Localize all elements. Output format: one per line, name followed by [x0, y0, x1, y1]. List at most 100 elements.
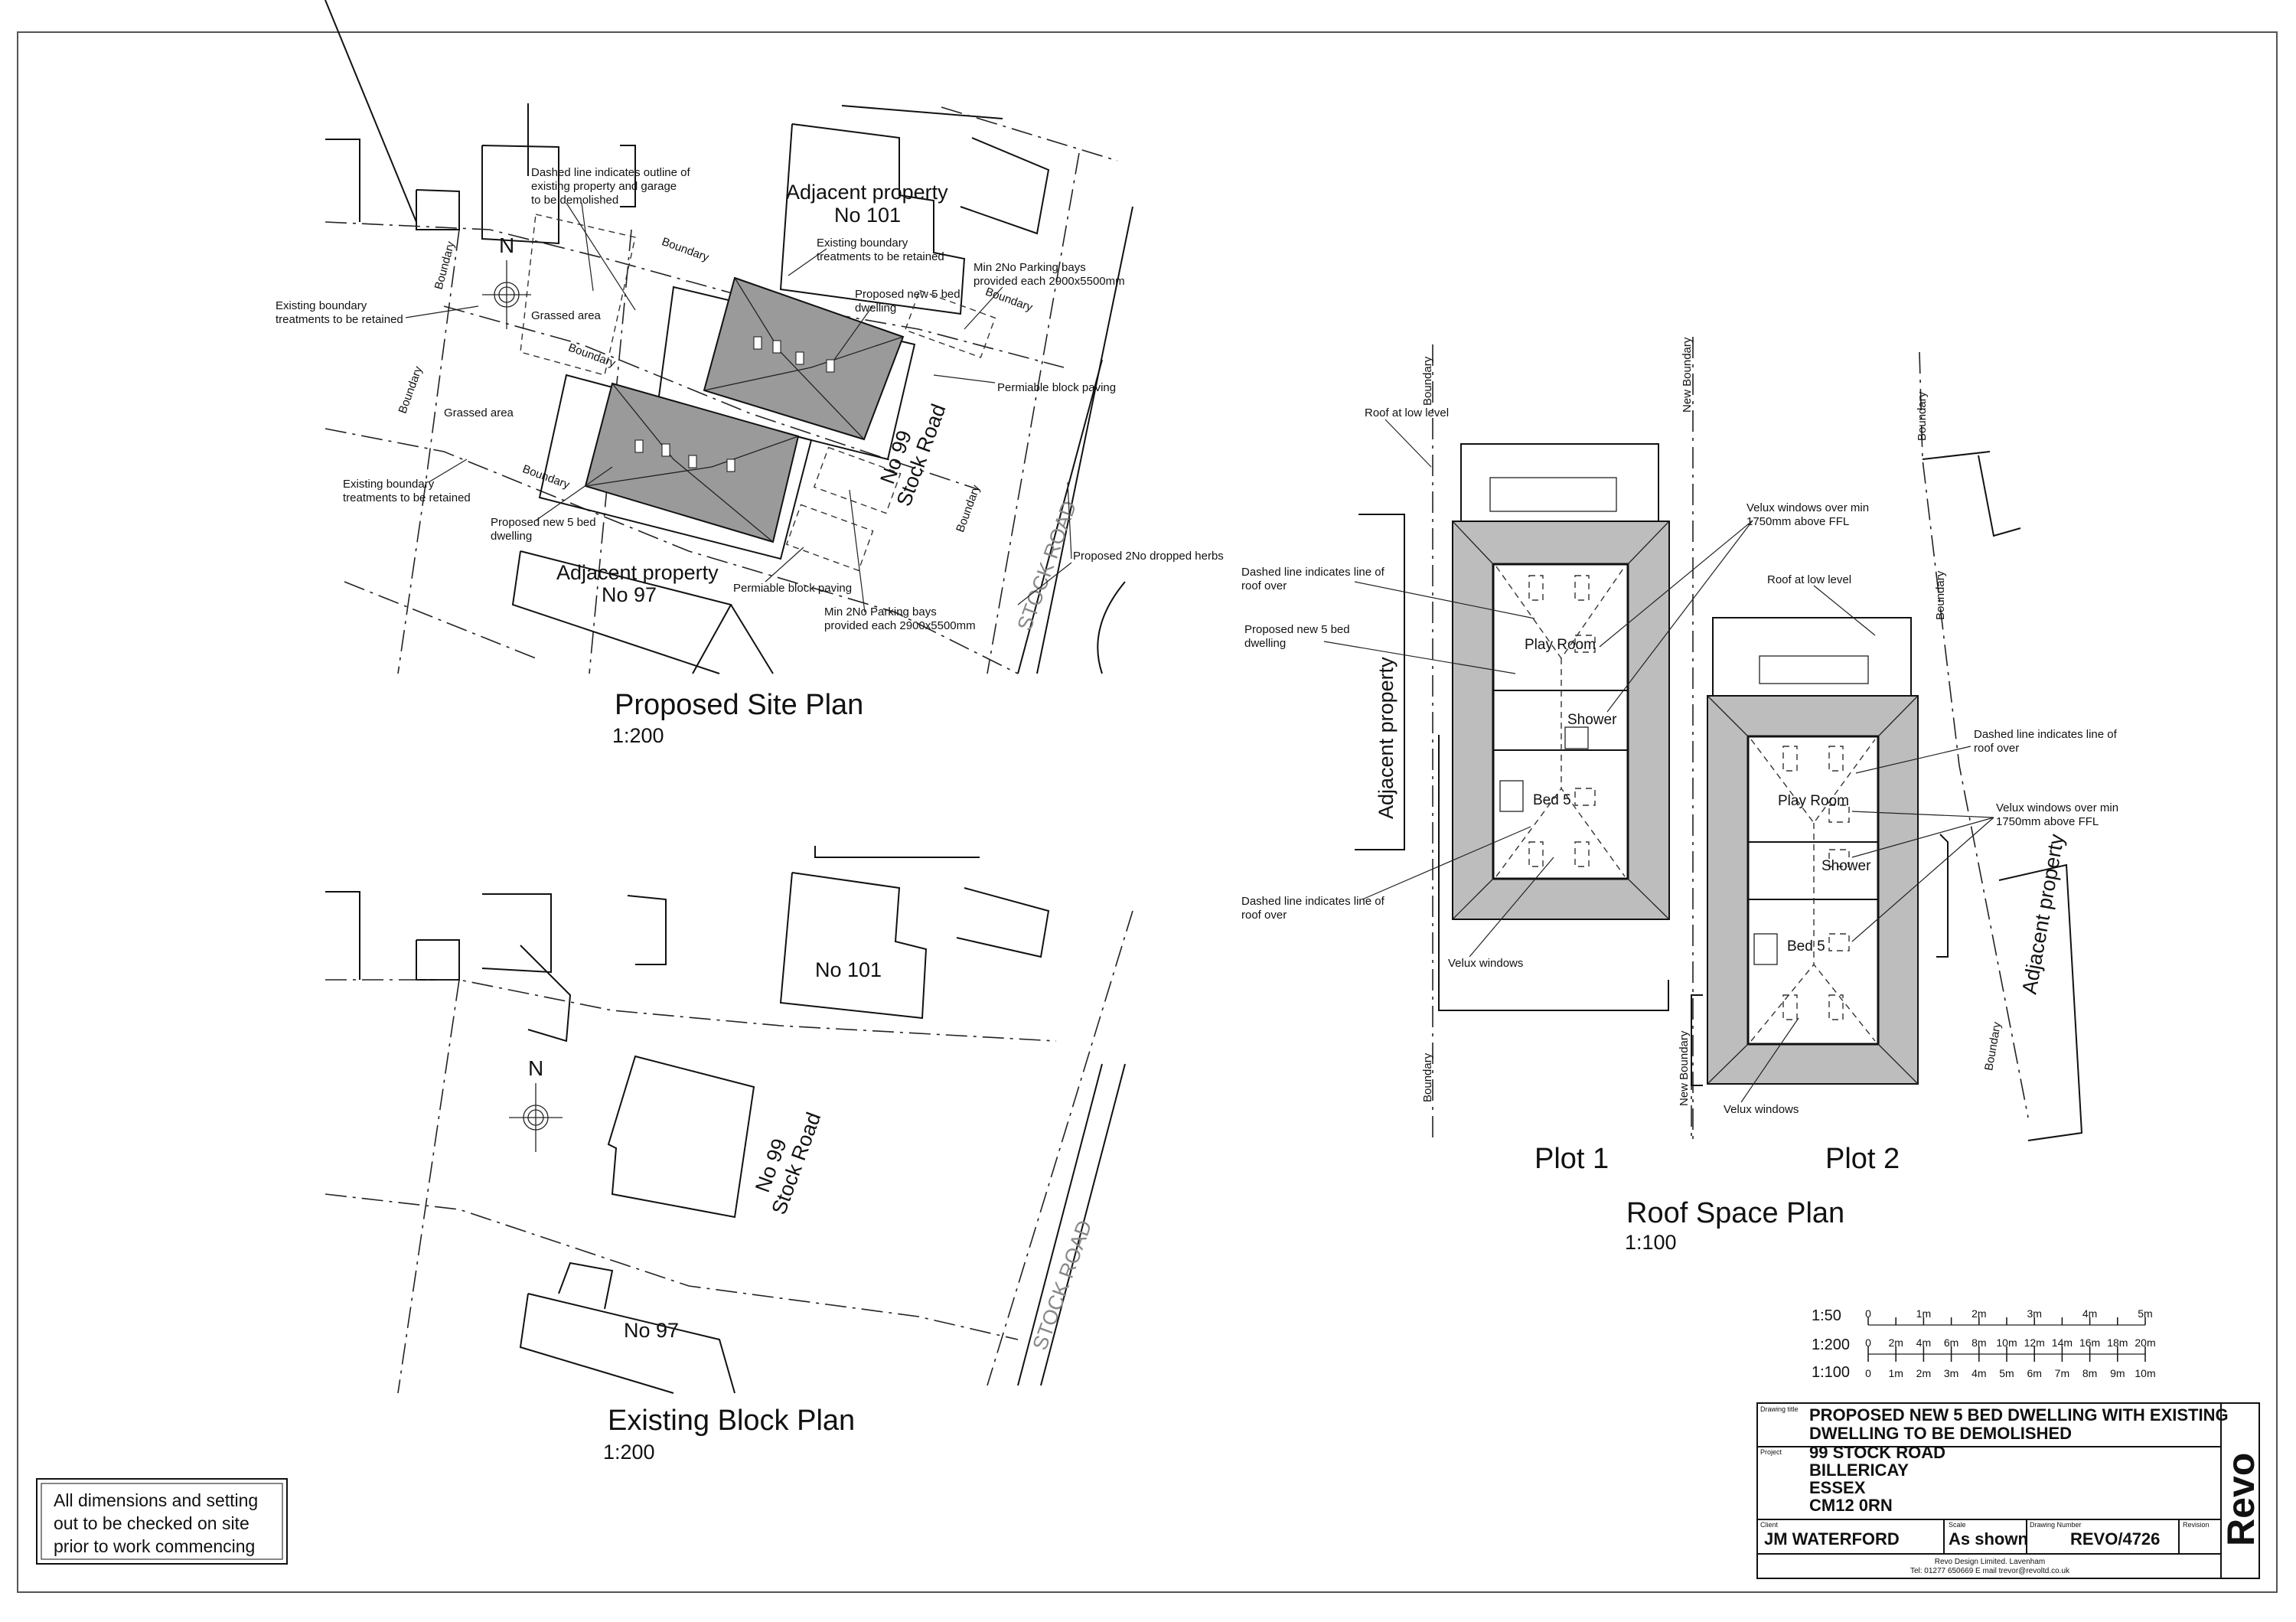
svg-text:Boundary: Boundary — [432, 240, 458, 291]
svg-text:Min 2No Parking bays: Min 2No Parking bays — [974, 261, 1086, 274]
annotation-boundary-retained-bottom: Existing boundary treatments to be retai… — [343, 478, 471, 504]
existing-dwelling-outline — [607, 1055, 755, 1219]
site-note-box: All dimensions and setting out to be che… — [36, 1478, 288, 1565]
project-line-2: BILLERICAY — [1809, 1460, 1909, 1480]
svg-text:to be demolished: to be demolished — [531, 194, 618, 207]
svg-text:out to be checked on site: out to be checked on site — [54, 1513, 249, 1533]
scale-bar-tick-label: 14m — [2052, 1336, 2073, 1349]
svg-text:All dimensions and setting: All dimensions and setting — [54, 1490, 258, 1510]
scale-bar-tick-label: 0 — [1865, 1336, 1871, 1349]
project-line-1: 99 STOCK ROAD — [1809, 1443, 1945, 1462]
svg-text:Velux windows: Velux windows — [1724, 1103, 1799, 1116]
scale-bar-tick-label: 10m — [2135, 1367, 2155, 1379]
north-label: N — [499, 233, 514, 257]
svg-text:treatments to be retained: treatments to be retained — [276, 313, 403, 326]
svg-text:Play Room: Play Room — [1525, 637, 1596, 653]
svg-text:Min 2No Parking bays: Min 2No Parking bays — [824, 605, 937, 618]
scale-bar-tick-label: 0 — [1865, 1367, 1871, 1379]
revision-label: Revision — [2183, 1521, 2210, 1529]
svg-text:Dashed line indicates line of: Dashed line indicates line of — [1241, 895, 1385, 908]
svg-text:Bed 5: Bed 5 — [1787, 938, 1825, 955]
plot-2-drawing — [1691, 351, 2083, 1141]
svg-text:dwelling: dwelling — [1244, 637, 1286, 650]
svg-text:Adjacent property: Adjacent property — [556, 561, 719, 584]
svg-text:Boundary: Boundary — [1934, 570, 1947, 620]
plot-1-rooms: Play Room Shower Bed 5 — [1525, 637, 1617, 808]
label-stock-road: STOCK ROAD — [1013, 498, 1081, 634]
svg-text:Boundary: Boundary — [954, 483, 983, 534]
drawing-number-value: REVO/4726 — [2070, 1529, 2160, 1549]
svg-text:Proposed new 5 bed: Proposed new 5 bed — [491, 516, 596, 529]
svg-text:Existing boundary: Existing boundary — [343, 478, 435, 491]
scale-bar-label-1-50: 1:50 — [1812, 1307, 1841, 1324]
site-linework — [325, 0, 1133, 674]
block-linework — [325, 846, 1133, 1394]
title-block: Drawing title PROPOSED NEW 5 BED DWELLIN… — [1756, 1402, 2262, 1579]
scale-bar-tick-label: 3m — [1944, 1367, 1958, 1379]
annotation-dropped-kerbs: Proposed 2No dropped herbs — [1073, 550, 1224, 563]
roof-plan-scale: 1:100 — [1625, 1231, 1677, 1254]
block-plan-scale: 1:200 — [603, 1441, 655, 1464]
annotation-boundary-retained-left: Existing boundary treatments to be retai… — [276, 299, 403, 326]
svg-text:dwelling: dwelling — [491, 530, 532, 543]
svg-text:Bed 5: Bed 5 — [1533, 792, 1571, 808]
scale-bar-tick-label: 2m — [1916, 1367, 1931, 1379]
annotation-parking-bottom: Min 2No Parking bays provided each 2900x… — [824, 605, 976, 632]
svg-text:Dashed line indicates line of: Dashed line indicates line of — [1974, 728, 2118, 741]
client-value: JM WATERFORD — [1764, 1529, 1900, 1549]
label-adjacent-101: Adjacent property No 101 — [786, 181, 948, 227]
plot-2-adjacent-label: Adjacent property — [2017, 832, 2068, 996]
roof-leader-lines — [1323, 419, 1994, 1103]
scale-bar-tick-label: 6m — [2027, 1367, 2041, 1379]
svg-text:Existing boundary: Existing boundary — [276, 299, 367, 312]
scale-bar-tick-label: 8m — [2082, 1367, 2097, 1379]
svg-text:Boundary: Boundary — [566, 341, 618, 370]
svg-text:Existing boundary: Existing boundary — [817, 237, 908, 250]
label-grassed-area-1: Grassed area — [531, 309, 602, 322]
svg-text:Roof at low level: Roof at low level — [1767, 573, 1851, 586]
site-leader-lines — [405, 202, 1072, 613]
plot-1-annotations: Boundary New Boundary Boundary Roof at l… — [1241, 337, 1869, 1102]
scale-bar-tick-label: 8m — [1971, 1336, 1986, 1349]
annotation-demolish: Dashed line indicates outline of existin… — [531, 166, 690, 207]
svg-text:Adjacent property: Adjacent property — [786, 181, 948, 204]
svg-text:Boundary: Boundary — [1982, 1020, 2004, 1072]
svg-text:roof over: roof over — [1241, 579, 1287, 592]
label-address: No 99 Stock Road — [876, 401, 950, 509]
plot-1-drawing — [1355, 337, 1694, 1141]
plot-1-label: Plot 1 — [1534, 1143, 1609, 1175]
scale-bar-tick-label: 3m — [2027, 1307, 2041, 1320]
scale-bar-tick-label: 10m — [1996, 1336, 2017, 1349]
plot-1-adjacent-label: Adjacent property — [1375, 657, 1397, 819]
plot-2-annotations: Boundary Boundary New Boundary Boundary … — [1678, 391, 2118, 1116]
annotation-parking-top: Min 2No Parking bays provided each 2900x… — [974, 261, 1125, 288]
svg-text:No 101: No 101 — [834, 204, 901, 227]
drawing-title-line-2: DWELLING TO BE DEMOLISHED — [1809, 1424, 2072, 1443]
scale-value: As shown — [1949, 1529, 2028, 1549]
svg-text:Proposed new 5 bed: Proposed new 5 bed — [1244, 623, 1350, 636]
scale-bar-tick-label: 2m — [1888, 1336, 1903, 1349]
svg-text:existing property and garage: existing property and garage — [531, 180, 677, 193]
scale-bar-tick-label: 4m — [1971, 1367, 1986, 1379]
project-label: Project — [1760, 1448, 1782, 1456]
label-block-address: No 99 Stock Road — [751, 1109, 825, 1217]
scale-bar-tick-label: 12m — [2024, 1336, 2045, 1349]
client-label: Client — [1760, 1521, 1779, 1529]
label-adjacent-97: Adjacent property No 97 — [556, 561, 719, 606]
svg-text:Boundary: Boundary — [1421, 356, 1434, 406]
scale-bar-tick-label: 7m — [2055, 1367, 2069, 1379]
svg-text:Boundary: Boundary — [1421, 1053, 1434, 1102]
svg-text:roof over: roof over — [1974, 742, 2019, 755]
roof-space-plan: Boundary New Boundary Boundary Roof at l… — [1241, 337, 2118, 1254]
svg-text:treatments to be retained: treatments to be retained — [343, 491, 471, 504]
svg-text:Boundary: Boundary — [396, 364, 426, 416]
svg-text:1750mm above FFL: 1750mm above FFL — [1746, 515, 1849, 528]
svg-text:roof over: roof over — [1241, 909, 1287, 922]
svg-text:Boundary: Boundary — [660, 235, 711, 264]
svg-text:prior to work commencing: prior to work commencing — [54, 1536, 255, 1556]
svg-text:Dashed line indicates line of: Dashed line indicates line of — [1241, 566, 1385, 579]
scale-bar-tick-label: 5m — [1999, 1367, 2014, 1379]
svg-text:Shower: Shower — [1567, 712, 1617, 728]
company-contact: Tel: 01277 650669 E mail trevor@revoltd.… — [1910, 1567, 2070, 1575]
